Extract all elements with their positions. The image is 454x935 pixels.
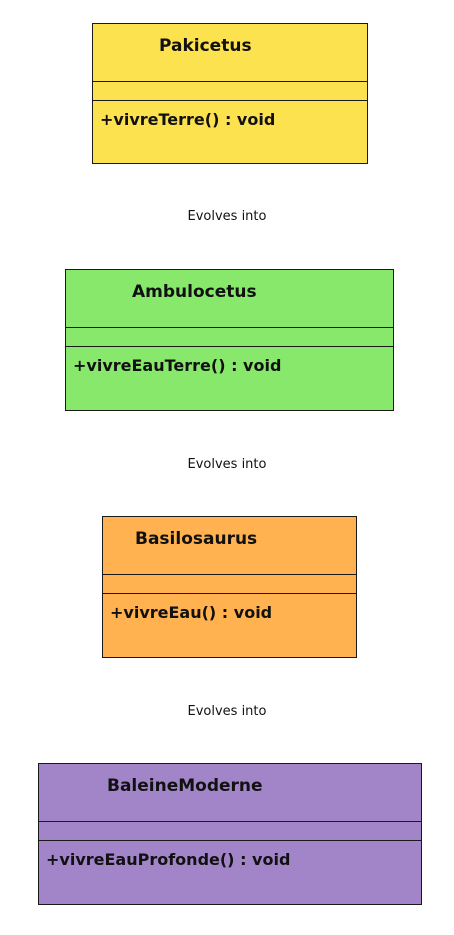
class-name: Ambulocetus [66,270,393,328]
attributes-compartment [39,822,421,841]
class-basilosaurus[interactable]: Basilosaurus +vivreEau() : void [102,516,357,658]
method: +vivreTerre() : void [100,110,276,129]
class-ambulocetus[interactable]: Ambulocetus +vivreEauTerre() : void [65,269,394,411]
class-name: BaleineModerne [39,764,421,822]
method: +vivreEauProfonde() : void [46,850,291,869]
relation-label: Evolves into [187,209,267,224]
method: +vivreEauTerre() : void [73,356,282,375]
attributes-compartment [93,82,367,101]
class-pakicetus[interactable]: Pakicetus +vivreTerre() : void [92,23,368,164]
relation-label: Evolves into [187,704,267,719]
method: +vivreEau() : void [110,603,273,622]
class-baleinemoderne[interactable]: BaleineModerne +vivreEauProfonde() : voi… [38,763,422,905]
relation-label: Evolves into [187,457,267,472]
class-name: Pakicetus [93,24,367,82]
attributes-compartment [66,328,393,347]
class-name: Basilosaurus [103,517,356,575]
attributes-compartment [103,575,356,594]
